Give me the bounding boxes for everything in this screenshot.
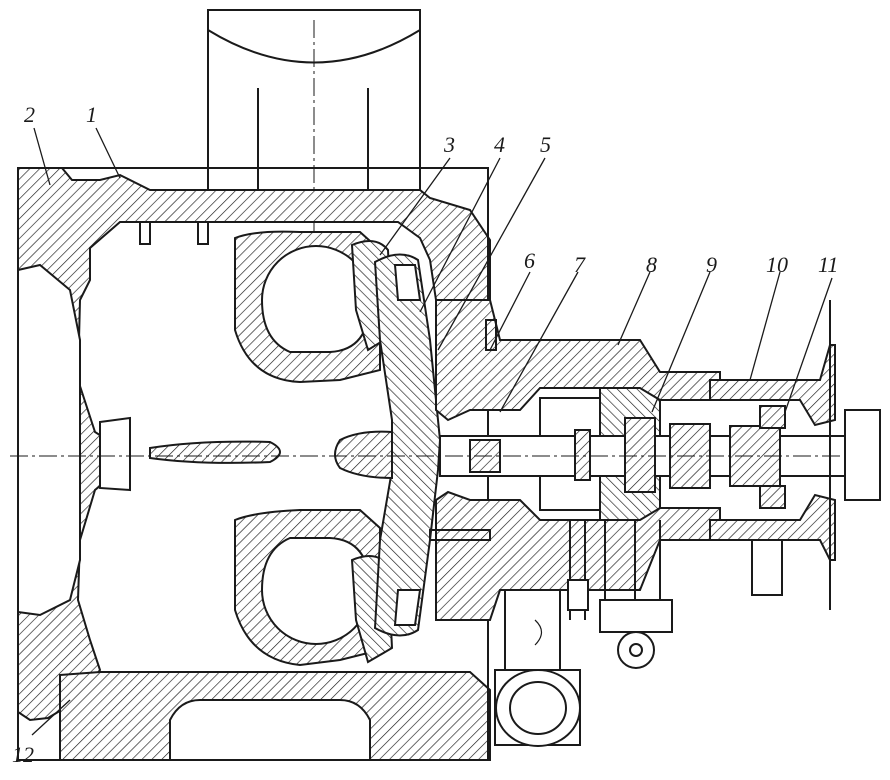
- callout-2: 2: [24, 102, 35, 127]
- casing-bolts: [139, 221, 497, 541]
- bearing-housing: [435, 299, 721, 621]
- callout-11: 11: [818, 252, 839, 277]
- leader-lines: [31, 127, 833, 736]
- inlet-spinner: [99, 416, 281, 492]
- callout-12: 12: [12, 742, 34, 767]
- oil-lines: [567, 520, 673, 669]
- volute-upper: [234, 230, 394, 384]
- callout-7: 7: [574, 252, 585, 277]
- callout-5: 5: [540, 132, 551, 157]
- coupling-flange: [709, 300, 881, 610]
- drain-pipe: [494, 589, 581, 747]
- callout-1: 1: [86, 102, 97, 127]
- callout-3: 3: [444, 132, 455, 157]
- callout-10: 10: [766, 252, 788, 277]
- callout-6: 6: [524, 248, 535, 273]
- volute-lower: [234, 509, 394, 667]
- callout-4: 4: [494, 132, 505, 157]
- compressor-wheel: [334, 253, 442, 637]
- callout-9: 9: [706, 252, 717, 277]
- shaft: [10, 417, 881, 493]
- callout-8: 8: [646, 252, 657, 277]
